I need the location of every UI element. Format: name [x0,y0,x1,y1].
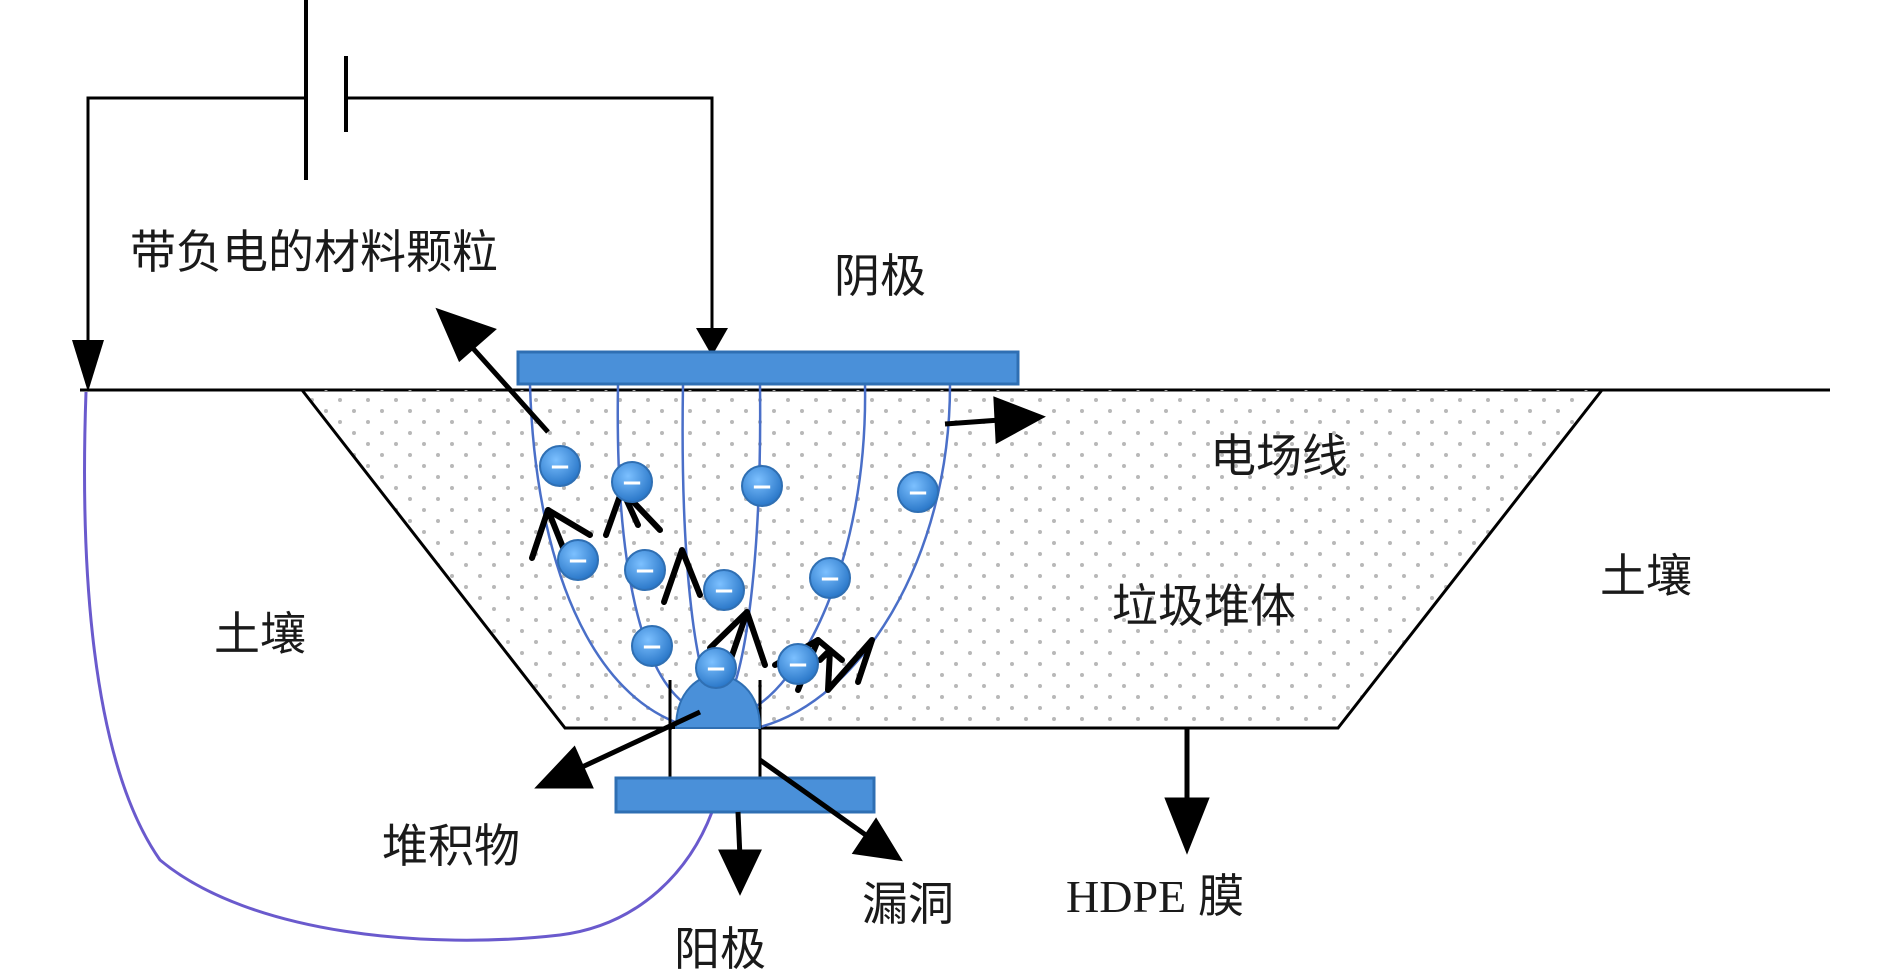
waste-body-dots [302,390,1602,728]
particle-sign: − [549,452,571,482]
leader-deposit-head [534,745,594,789]
particle-sign: − [713,576,735,606]
leader-charged-particles [468,343,550,434]
label-deposit: 堆积物 [382,819,520,873]
particle-sign: − [751,472,773,502]
negative-charge-icon: − [539,445,581,487]
particle-sign: − [634,556,656,586]
label-anode: 阳极 [674,922,766,976]
circuit-arrowhead-right [696,328,728,356]
label-leak: 漏洞 [862,877,954,931]
charged-particles: − − − − − − − − − − − [539,445,939,689]
label-cathode: 阴极 [834,249,926,303]
label-hdpe-prefix: HDPE [1066,871,1186,922]
particle-sign: − [907,478,929,508]
pit-outline [300,389,1604,730]
label-hdpe-suffix: 膜 [1198,869,1244,923]
leader-field-lines-head [993,396,1046,445]
field-line-2 [616,384,701,714]
label-field-lines: 电场线 [1210,429,1348,483]
negative-charge-icon: − [695,647,737,689]
negative-charge-icon: − [631,625,673,667]
label-soil-left: 土壤 [214,607,306,661]
chevron-arrow-1-tail [545,507,593,538]
chevron-arrow-6 [817,637,875,693]
particle-sign: − [567,546,589,576]
negative-charge-icon: − [741,465,783,507]
negative-charge-icon: − [611,461,653,503]
leader-leak-head [851,817,903,862]
leader-field-lines [944,417,1001,427]
leader-deposit [578,709,702,771]
chevron-arrow-3 [661,547,703,605]
negative-charge-icon: − [777,643,819,685]
leak-gap [672,729,758,779]
label-soil-right: 土壤 [1600,549,1692,603]
label-charged-particles: 带负电的材料颗粒 [130,225,498,279]
negative-charge-icon: − [809,557,851,599]
negative-charge-icon: − [624,549,666,591]
negative-charge-icon: − [897,471,939,513]
leader-hdpe-head [1164,797,1210,855]
particle-sign: − [787,650,809,680]
negative-charge-icon: − [703,569,745,611]
particle-sign: − [641,632,663,662]
particle-sign: − [705,654,727,684]
field-line-5 [744,384,867,714]
leader-leak [758,757,872,841]
anode-plate [614,776,876,814]
label-waste-body: 垃圾堆体 [1112,579,1296,633]
field-line-6 [759,384,952,729]
anode-return-wire [83,391,714,942]
circuit-wire-left [86,96,306,370]
field-line-1 [528,384,691,729]
leader-charged-particles-head [435,307,497,363]
power-circuit [72,0,728,392]
cathode-plate [516,350,1020,386]
leader-anode-head [718,849,762,896]
particle-sign: − [621,468,643,498]
circuit-wire-right [346,96,714,340]
negative-charge-icon: − [557,539,599,581]
leader-arrows [435,307,1210,896]
circuit-arrowhead-left [72,340,104,392]
chevron-arrow-4-tail [707,609,750,651]
particle-sign: − [819,564,841,594]
